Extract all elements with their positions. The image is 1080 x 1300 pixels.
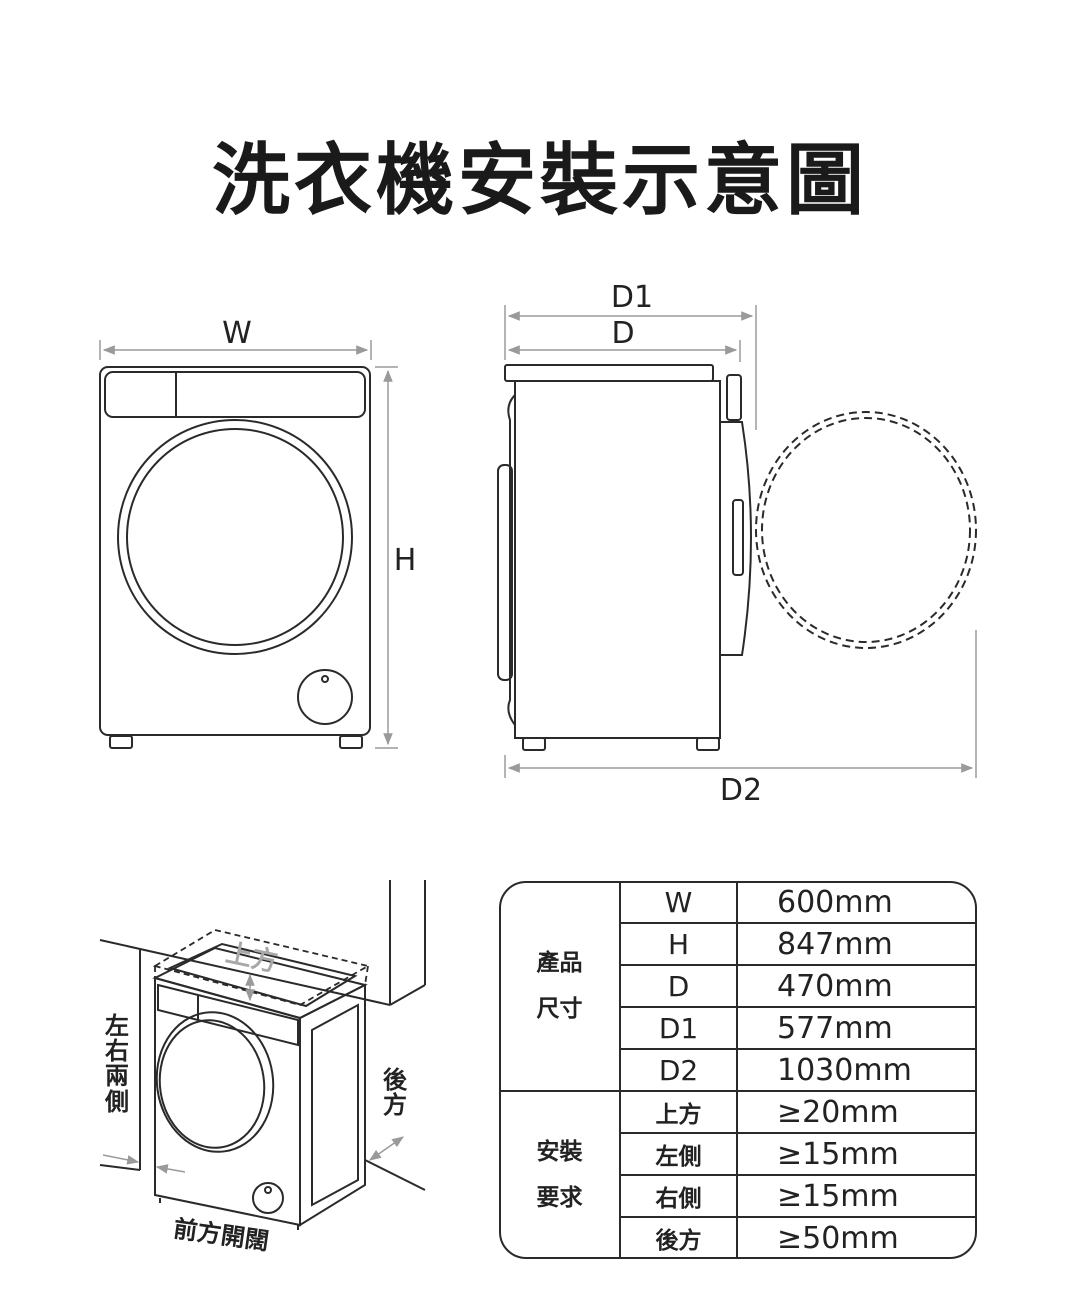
req-value: ≥15mm	[777, 1136, 899, 1172]
machine-body-side	[514, 380, 721, 739]
spec-value: 600mm	[777, 884, 893, 920]
spec-table: 產品 尺寸 安裝 要求 W 600mm H 847mm D 470mm D1 5…	[499, 881, 977, 1259]
dim-label-d2: D2	[720, 773, 762, 808]
front-foot-right	[339, 735, 363, 749]
front-foot-left	[109, 735, 133, 749]
spec-value: 847mm	[777, 926, 893, 962]
label-back-clearance: 後方	[383, 1066, 407, 1120]
front-view	[99, 366, 371, 749]
dimension-diagram: W H D1 D D2	[99, 280, 977, 808]
dim-label-d: D	[611, 316, 634, 351]
req-key: 後方	[655, 1228, 702, 1254]
side-foot-left	[522, 737, 546, 751]
req-value: ≥20mm	[777, 1094, 899, 1130]
machine-3d-side	[299, 983, 366, 1227]
spec-key: H	[667, 927, 690, 961]
machine-body-front	[99, 366, 371, 736]
back-hinge	[726, 374, 742, 421]
category-product-size: 產品 尺寸	[536, 950, 583, 1022]
door-swing-arc	[755, 411, 977, 649]
filter-cover	[297, 669, 353, 725]
label-front-open: 前方開闊	[172, 1215, 271, 1256]
dim-label-d1: D1	[611, 280, 653, 315]
spec-key: D	[667, 969, 690, 1003]
label-top-clearance: 上方	[223, 937, 280, 978]
spec-key: W	[664, 885, 693, 919]
door-outer	[117, 419, 353, 655]
spec-value: 1030mm	[777, 1052, 912, 1088]
door-inner	[126, 428, 344, 646]
req-value: ≥50mm	[777, 1220, 899, 1256]
req-key: 右側	[655, 1186, 702, 1212]
req-key: 左側	[655, 1144, 702, 1170]
door-side	[720, 421, 752, 656]
spec-value: 470mm	[777, 968, 893, 1004]
rear-panel	[497, 464, 513, 681]
page-title: 洗衣機安裝示意圖	[211, 136, 868, 226]
label-side-clearance: 左右兩側	[105, 1012, 129, 1116]
side-foot-right	[696, 737, 720, 751]
dim-label-w: W	[222, 316, 252, 351]
req-value: ≥15mm	[777, 1178, 899, 1214]
side-view	[497, 364, 752, 751]
control-panel	[104, 371, 366, 418]
dim-label-h: H	[394, 543, 417, 578]
door-3d	[155, 1011, 275, 1153]
spec-value: 577mm	[777, 1010, 893, 1046]
category-install-req: 安裝 要求	[536, 1139, 583, 1211]
spec-key: D2	[658, 1053, 699, 1087]
req-key: 上方	[655, 1102, 702, 1128]
spec-key: D1	[658, 1011, 699, 1045]
